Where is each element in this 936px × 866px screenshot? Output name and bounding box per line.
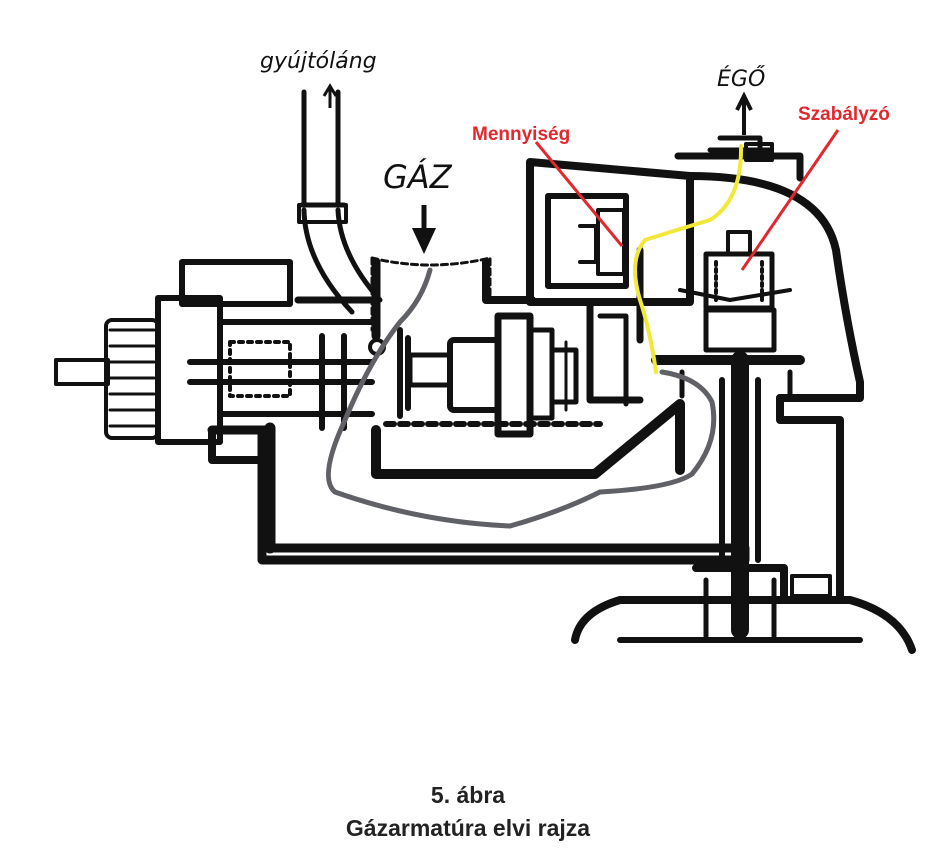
- burner-arrow: [735, 91, 753, 135]
- pilot-flame-label: gyújtóláng: [260, 49, 377, 74]
- regulator-label: Szabályzó: [798, 104, 890, 125]
- lower-channel: [371, 399, 685, 479]
- quantity-label: Mennyiség: [472, 124, 570, 145]
- outlet-base: [571, 596, 916, 654]
- figure-title: Gázarmatúra elvi rajza: [345, 815, 591, 841]
- regulator-housing: [651, 135, 864, 639]
- pilot-flow-path: [633, 144, 744, 374]
- main-body-outer: [207, 425, 750, 565]
- gas-label: GÁZ: [383, 158, 453, 196]
- quantity-pointer-line: [534, 141, 624, 247]
- figure-number: 5. ábra: [430, 782, 506, 808]
- pilot-tube: [299, 89, 383, 315]
- burner-label: ÉGŐ: [717, 66, 766, 92]
- gas-inlet-arrowhead: [412, 228, 436, 254]
- regulator-pointer-line: [740, 129, 840, 271]
- pilot-flame-arrow: [322, 83, 338, 108]
- gas-flow-path: [325, 267, 717, 529]
- spindle-assembly: [54, 259, 386, 464]
- gas-valve-diagram: gyújtóláng GÁZ ÉGŐ Mennyiség Szabályzó: [54, 49, 916, 654]
- valve-body-drawing: [54, 89, 916, 654]
- center-valve: [397, 312, 579, 438]
